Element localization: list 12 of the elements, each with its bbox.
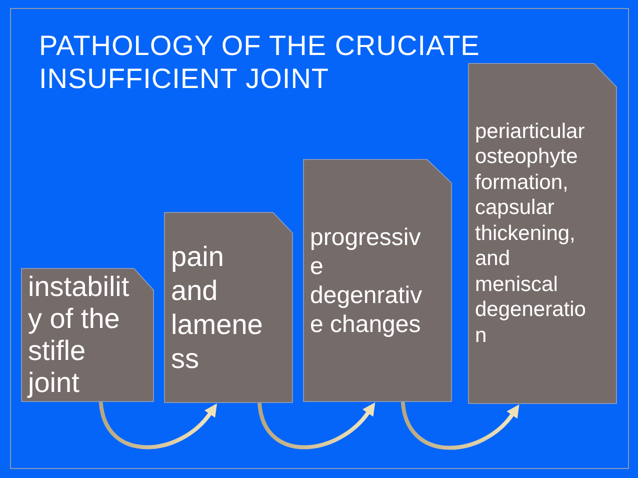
card-text: instability of the stifle joint — [28, 271, 130, 399]
document-card — [164, 212, 293, 403]
document-card — [303, 159, 452, 402]
card-text: progressive degenrative changes — [310, 222, 424, 338]
curved-arrow — [257, 402, 376, 450]
document-card — [468, 63, 617, 404]
card-text: pain and lameness — [171, 240, 264, 376]
curved-arrow — [400, 402, 520, 450]
document-card — [21, 268, 154, 402]
slide-title: PATHOLOGY OF THE CRUCIATE INSUFFICIENT JOINT — [39, 29, 481, 95]
card-text: periarticular osteophyte formation, capsular thickening, and meniscal degeneration — [475, 118, 587, 348]
curved-arrow — [98, 402, 218, 450]
